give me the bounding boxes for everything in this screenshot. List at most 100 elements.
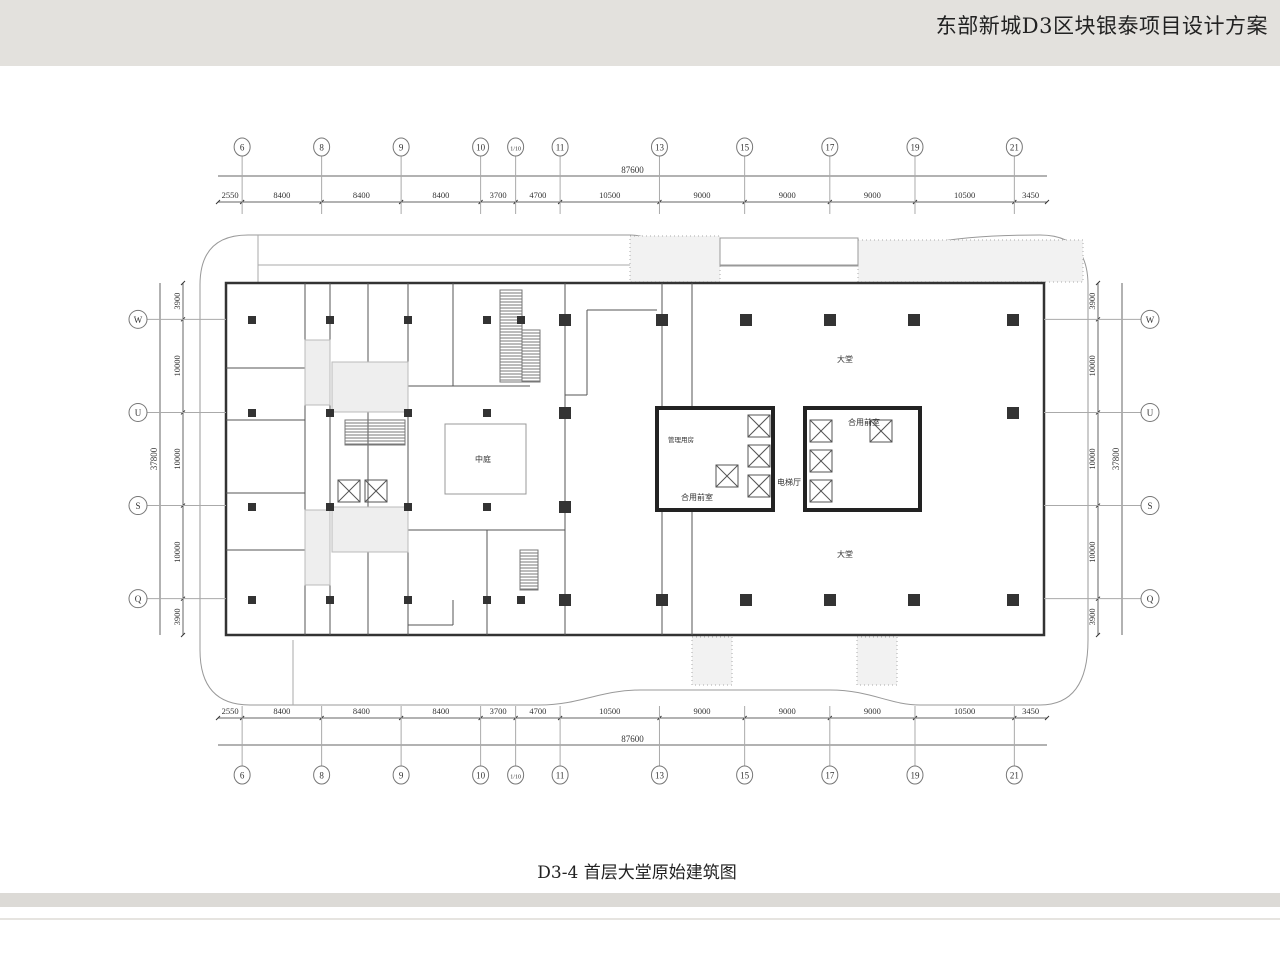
drawing-caption: D3-4 首层大堂原始建筑图 (537, 863, 737, 883)
column (326, 596, 334, 604)
elevator-car (715, 464, 739, 488)
column (656, 314, 668, 326)
dimension-tick (180, 632, 186, 638)
axis-label-10: 10 (476, 771, 486, 781)
axis-label-17: 17 (825, 771, 835, 781)
dimension-label: 3700 (490, 190, 507, 200)
axis-label-15: 15 (740, 771, 750, 781)
column (824, 594, 836, 606)
axis-label-19: 19 (910, 143, 920, 153)
dimension-tick (215, 715, 221, 721)
room-label-atrium: 中庭 (475, 454, 491, 464)
dimension-label: 10000 (1087, 541, 1097, 562)
footer-band (0, 893, 1280, 907)
dimension-label: 10500 (954, 706, 975, 716)
dimension-label: 9000 (779, 706, 796, 716)
footer-line (0, 918, 1280, 920)
column (404, 503, 412, 511)
dimension-tick (1095, 280, 1101, 286)
column (326, 503, 334, 511)
axis-label-8: 8 (319, 771, 324, 781)
stair (519, 549, 539, 591)
dimension-label: 3700 (490, 706, 507, 716)
column (248, 503, 256, 511)
column (404, 409, 412, 417)
hatched-area (331, 506, 409, 553)
axis-label-11: 11 (556, 143, 565, 153)
core-west (655, 406, 775, 512)
axis-bubble (736, 137, 754, 157)
dimension-label: 10000 (1087, 448, 1097, 469)
room-label-anteroom-west: 合用前室 (681, 492, 713, 502)
axis-label-1/10: 1/10 (510, 775, 521, 781)
dimension-label: 8400 (432, 706, 449, 716)
dimension-label: 2550 (222, 706, 239, 716)
axis-bubble (650, 137, 668, 157)
column (404, 596, 412, 604)
column (483, 503, 491, 511)
axis-label-6: 6 (240, 143, 245, 153)
axis-bubble (313, 137, 331, 157)
column (517, 596, 525, 604)
dimension-label: 3900 (172, 608, 182, 625)
axis-label-8: 8 (319, 143, 324, 153)
column (483, 316, 491, 324)
dimension-tick (1044, 199, 1050, 205)
dimension-label: 3450 (1022, 190, 1039, 200)
dimension-label: 2550 (222, 190, 239, 200)
room-label-elevator-hall: 电梯厅 (777, 477, 801, 487)
axis-bubble (233, 765, 251, 785)
axis-bubble (906, 137, 924, 157)
column (559, 594, 571, 606)
planting-area-s1 (691, 636, 733, 686)
room-label-management: 管理用房 (668, 435, 694, 444)
axis-label-13: 13 (655, 771, 665, 781)
elevator-cross (869, 419, 893, 443)
column (740, 314, 752, 326)
column (326, 409, 334, 417)
column (248, 316, 256, 324)
dimension-tick (1095, 632, 1101, 638)
hatched-area (304, 509, 331, 586)
axis-bubble (1005, 137, 1023, 157)
column (1007, 314, 1019, 326)
elevator-cross (337, 479, 361, 503)
axis-bubble (1005, 765, 1023, 785)
elevator-car (364, 479, 388, 503)
header-bar: 东部新城D3区块银泰项目设计方案 (0, 0, 1280, 66)
elevator-car (747, 444, 771, 468)
axis-bubble (128, 402, 148, 422)
elevator-car (869, 419, 893, 443)
elevator-cross (715, 464, 739, 488)
elevator-cross (364, 479, 388, 503)
axis-label-9: 9 (399, 771, 404, 781)
dimension-label: 8400 (353, 706, 370, 716)
axis-bubble (821, 137, 839, 157)
column (559, 314, 571, 326)
axis-label-11: 11 (556, 771, 565, 781)
column (517, 316, 525, 324)
planting-area-ne (857, 239, 1084, 283)
column (559, 407, 571, 419)
elevator-car (809, 479, 833, 503)
axis-bubble (906, 765, 924, 785)
dimension-label: 4700 (529, 190, 546, 200)
elevators (337, 414, 893, 503)
axis-bubble (472, 137, 490, 157)
dimension-label: 3900 (172, 293, 182, 310)
axis-bubble (1140, 309, 1160, 329)
column (656, 594, 668, 606)
elevator-cross (747, 474, 771, 498)
planting-area-s2 (856, 636, 898, 686)
axis-label-6: 6 (240, 771, 245, 781)
dimension-label: 3900 (1087, 608, 1097, 625)
dimension-label: 10000 (172, 448, 182, 469)
stairs (344, 289, 541, 591)
axis-bubble (650, 765, 668, 785)
interior-walls (226, 283, 693, 635)
elevator-car (809, 449, 833, 473)
dimension-label: 10000 (1087, 355, 1097, 376)
hatched-area (331, 361, 409, 413)
